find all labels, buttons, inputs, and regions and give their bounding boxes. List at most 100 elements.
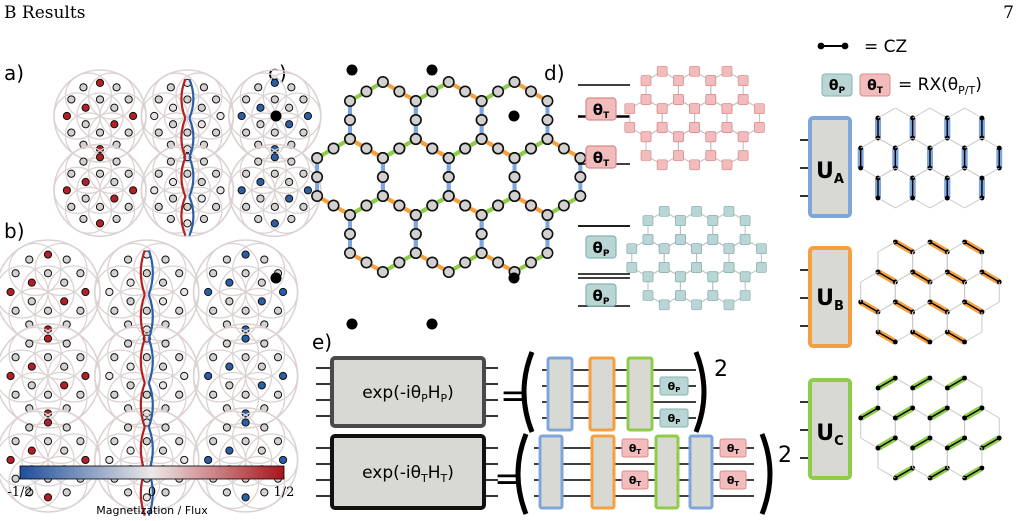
lattice-node [180,455,189,465]
cz-bond [877,107,896,119]
qubit [360,199,373,212]
lattice-node [123,255,133,264]
lattice-node [197,194,206,203]
lattice-node [287,83,296,92]
lattice-node [158,297,168,306]
qubit [541,209,554,222]
qubit [409,209,422,222]
lattice-node [222,339,231,348]
qubit [393,142,406,155]
qubit [343,209,356,222]
cz-bond [877,197,896,209]
lattice-node [95,128,105,137]
power-two: 2 [714,357,728,382]
lattice-node [273,390,283,399]
mini-tile [656,159,668,171]
cz-bond [912,137,931,149]
theta-tile [585,97,617,121]
cz-bond [912,167,931,179]
cz-line [946,377,965,389]
equation-hp: exp(-iθPHP) = 2 [316,351,728,433]
qubit [343,247,356,260]
lattice-node [110,194,119,203]
lattice-node [110,120,119,129]
lattice-node [110,177,119,187]
cz-dot [979,115,985,121]
lattice-node [270,78,279,87]
lattice-node [27,297,36,306]
qubit [475,247,488,260]
cz-line [894,467,913,479]
mini-tile [707,271,719,283]
cz-dot [996,145,1002,151]
lattice-node [142,390,151,399]
lattice-node [129,186,138,195]
cz-bond [895,437,913,449]
mini-tile [689,65,700,77]
lattice-node [110,103,119,112]
cz-dot [875,445,881,451]
lattice-node [158,278,168,287]
domain-wall-red [180,196,187,237]
lattice-node [110,390,119,399]
lattice-node [175,306,184,315]
cz-bond [929,107,948,119]
lattice-node [126,381,135,390]
cz-dot [910,445,916,451]
mini-tile [723,243,735,255]
lattice-node [209,269,218,278]
qubit [557,142,570,155]
lattice-node [43,418,53,427]
lattice-node [254,83,263,92]
lattice-node [209,390,218,399]
lattice-node [79,83,88,92]
mini-tile [642,234,654,245]
mini-tile [721,122,733,133]
mini-tile [658,262,670,273]
legend-theta-p: θP [829,78,846,96]
lattice-node [110,306,119,315]
cz-line [877,377,896,389]
qubit [508,76,521,89]
eq-u-block [546,356,574,432]
lattice-node [241,353,250,362]
qubit [574,152,587,165]
cz-bond [912,467,931,479]
qubit [442,171,455,184]
lattice-node [211,95,221,104]
eq-u-block [688,434,714,510]
mini-tile [626,262,638,273]
cz-dot [927,415,933,421]
lattice-node [166,214,175,224]
ht-exp-box [330,434,486,510]
mini-tile [626,243,638,255]
lattice-node [11,437,20,446]
cz-dot [944,385,950,391]
cz-bond [981,407,1000,419]
lattice-node [25,488,34,497]
gate-ub-label: UB [816,286,844,314]
eq-theta-tile [719,438,747,458]
cz-dot [979,175,985,181]
colorbar-max-label: 1/2 [274,485,295,500]
cz-bond [895,107,913,119]
lattice-node [27,381,36,390]
equation-ht: exp(-iθTHT) = 2 [316,433,792,515]
eq-theta-label: θT [727,442,740,456]
mini-tile [624,103,636,115]
qubit [492,199,505,212]
cz-bond [895,331,913,343]
lattice-node [62,339,71,348]
cz-bond [877,241,896,253]
cz-legend-dot [841,42,849,50]
lattice-node [43,250,53,259]
eq-u-block [588,356,616,432]
mini-tile [739,215,751,226]
qubit [409,228,422,241]
lattice-node [211,169,221,178]
lattice-node [110,437,119,446]
lattice-node [168,103,178,112]
lattice-node [11,269,20,278]
lattice-arc [21,433,75,487]
lattice-node [81,120,90,129]
